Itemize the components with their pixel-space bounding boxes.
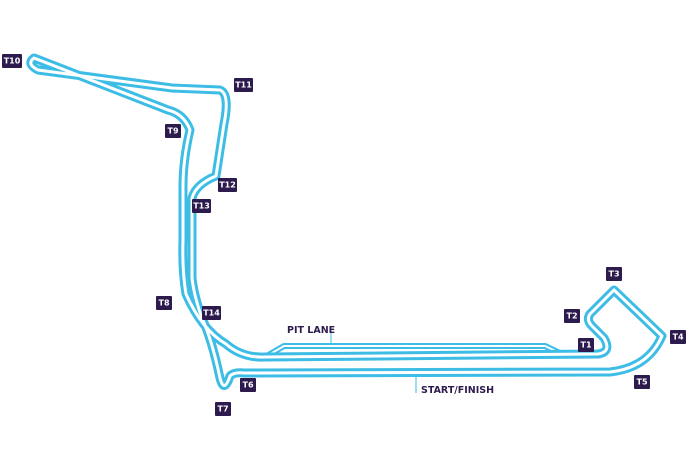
- turn-label-t3: T3: [608, 270, 619, 279]
- start-finish-label: START/FINISH: [421, 385, 494, 396]
- turn-marker-t4: T4: [670, 330, 686, 344]
- turn-marker-t1: T1: [578, 338, 594, 352]
- turn-marker-t6: T6: [240, 378, 256, 392]
- turn-marker-bg: [156, 296, 172, 310]
- turn-marker-bg: [192, 199, 211, 213]
- turn-marker-t13: T13: [192, 199, 211, 213]
- turn-marker-bg: [564, 309, 580, 323]
- turn-marker-bg: [218, 178, 237, 192]
- turn-marker-t2: T2: [564, 309, 580, 323]
- turn-marker-t14: T14: [202, 306, 221, 320]
- turn-label-t13: T13: [193, 202, 210, 211]
- turn-label-t10: T10: [4, 57, 21, 66]
- turn-label-t11: T11: [235, 81, 252, 90]
- turn-marker-bg: [606, 267, 622, 281]
- turn-marker-bg: [215, 402, 231, 416]
- turn-marker-bg: [240, 378, 256, 392]
- turn-marker-t8: T8: [156, 296, 172, 310]
- turn-marker-t3: T3: [606, 267, 622, 281]
- turn-label-t9: T9: [167, 127, 178, 136]
- track-outer: [26, 53, 667, 390]
- turn-label-t12: T12: [219, 181, 236, 190]
- turn-label-t14: T14: [203, 309, 220, 318]
- turn-marker-t9: T9: [165, 124, 181, 138]
- turn-marker-bg: [634, 375, 650, 389]
- race-track: [26, 53, 667, 390]
- turn-label-t2: T2: [566, 312, 577, 321]
- turn-marker-bg: [2, 54, 22, 68]
- turn-label-t5: T5: [636, 378, 647, 387]
- turn-label-t4: T4: [672, 333, 683, 342]
- turn-marker-t11: T11: [234, 78, 253, 92]
- turn-marker-t10: T10: [2, 54, 22, 68]
- turn-marker-t5: T5: [634, 375, 650, 389]
- turn-marker-t7: T7: [215, 402, 231, 416]
- turn-label-t7: T7: [217, 405, 228, 414]
- turn-marker-bg: [578, 338, 594, 352]
- start-finish-callout: START/FINISH: [415, 375, 494, 396]
- turn-label-t1: T1: [580, 341, 591, 350]
- turn-marker-t12: T12: [218, 178, 237, 192]
- turn-marker-bg: [202, 306, 221, 320]
- turn-marker-bg: [234, 78, 253, 92]
- track-inner: [29, 56, 664, 387]
- turn-marker-bg: [670, 330, 686, 344]
- pit-lane-label: PIT LANE: [287, 325, 335, 336]
- turn-marker-bg: [165, 124, 181, 138]
- turn-label-t6: T6: [242, 381, 253, 390]
- turn-label-t8: T8: [158, 299, 169, 308]
- pit-lane-callout: PIT LANE: [287, 325, 335, 344]
